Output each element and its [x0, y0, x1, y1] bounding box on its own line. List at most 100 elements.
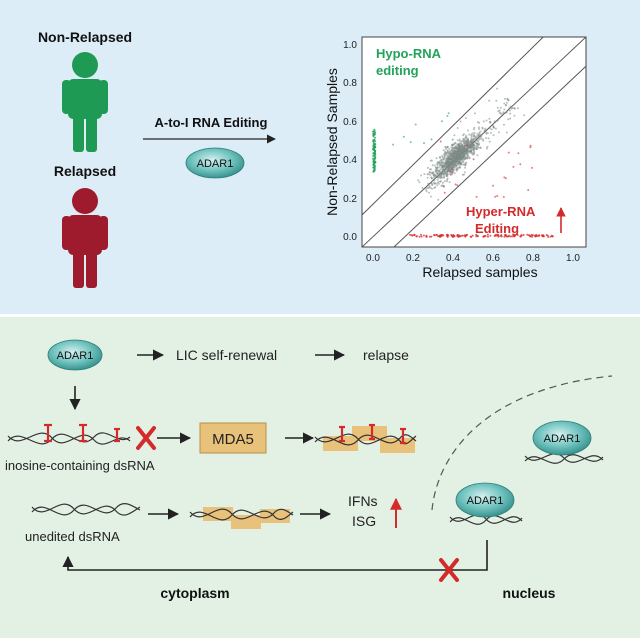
scatter-point [446, 149, 449, 152]
scatter-point [445, 180, 449, 183]
scatter-point [434, 169, 437, 172]
scatter-point [413, 234, 416, 236]
scatter-point [464, 166, 466, 169]
scatter-point [452, 165, 455, 168]
scatter-point [446, 164, 449, 168]
scatter-point [446, 162, 449, 165]
scatter-point [451, 171, 454, 174]
scatter-point [451, 170, 454, 173]
scatter-point [429, 173, 432, 176]
scatter-point [443, 180, 446, 183]
scatter-point [454, 152, 457, 155]
scatter-point [446, 170, 449, 173]
nuclear-membrane [431, 375, 613, 511]
scatter-point [456, 127, 459, 129]
scatter-point [439, 180, 442, 183]
scatter-point [449, 173, 452, 176]
scatter-point [450, 171, 453, 174]
mda5-bound-dsrna [314, 423, 417, 453]
scatter-point [461, 151, 464, 154]
scatter-point [452, 153, 455, 156]
scatter-point [445, 163, 448, 166]
scatter-point [468, 143, 471, 146]
scatter-point [436, 182, 439, 185]
scatter-point [439, 173, 442, 176]
scatter-point [472, 143, 475, 146]
scatter-point [503, 123, 505, 126]
scatter-point [489, 131, 492, 134]
scatter-point [468, 133, 471, 136]
scatter-point [448, 168, 451, 171]
scatter-point [454, 154, 457, 157]
scatter-point [462, 152, 465, 155]
scatter-point [431, 172, 434, 175]
scatter-point [451, 166, 454, 169]
scatter-point [469, 235, 472, 238]
scatter-point [485, 132, 488, 135]
scatter-point [473, 140, 476, 144]
scatter-point [464, 117, 467, 120]
scatter-point [488, 117, 491, 120]
inhibition-x-mark-1 [136, 426, 156, 450]
scatter-point [463, 154, 467, 157]
scatter-point [460, 151, 463, 154]
scatter-point [468, 150, 471, 153]
scatter-point [444, 165, 447, 168]
scatter-point [459, 151, 463, 154]
scatter-point [456, 147, 459, 150]
scatter-point [455, 153, 458, 156]
scatter-point [476, 154, 479, 157]
scatter-point [447, 152, 450, 155]
inhibition-x-mark-2 [439, 558, 459, 582]
x-tick-label: 0.2 [406, 253, 420, 264]
scatter-point [464, 157, 466, 160]
scatter-point [457, 154, 460, 157]
scatter-point [461, 153, 464, 156]
scatter-point [482, 139, 485, 142]
scatter-point [455, 150, 458, 153]
scatter-point [468, 143, 471, 146]
x-axis-label: Relapsed samples [422, 264, 537, 280]
scatter-point [449, 160, 452, 163]
scatter-point [450, 155, 454, 158]
scatter-point [481, 138, 485, 141]
scatter-point [449, 158, 452, 161]
scatter-point [451, 138, 454, 141]
scatter-point [460, 151, 463, 154]
scatter-point [446, 160, 449, 163]
scatter-point [459, 166, 462, 169]
scatter-point [452, 156, 455, 159]
scatter-point [433, 234, 436, 236]
scatter-point [455, 158, 458, 161]
scatter-point [452, 157, 455, 160]
scatter-point [426, 176, 429, 179]
scatter-point [448, 168, 451, 171]
scatter-point [456, 152, 459, 155]
scatter-point [472, 143, 475, 146]
scatter-point [445, 160, 449, 163]
scatter-point [477, 143, 480, 146]
scatter-point [477, 134, 480, 137]
scatter-point [443, 153, 446, 156]
scatter-point [455, 152, 458, 155]
scatter-point [444, 167, 447, 171]
y-tick-label: 0.6 [343, 117, 357, 128]
scatter-point [435, 233, 438, 236]
scatter-point [453, 157, 456, 160]
scatter-point [485, 119, 488, 122]
scatter-point [440, 162, 443, 165]
scatter-point [467, 129, 469, 132]
scatter-point [425, 186, 428, 189]
scatter-point [455, 159, 458, 162]
relapsed-label: Relapsed [54, 163, 116, 179]
scatter-point [440, 160, 444, 164]
scatter-point [450, 160, 454, 163]
scatter-point [445, 174, 448, 177]
scatter-point [374, 143, 377, 146]
scatter-point [457, 159, 460, 162]
scatter-point [472, 144, 475, 147]
scatter-point [445, 162, 448, 165]
scatter-point [460, 148, 463, 152]
scatter-point [374, 156, 377, 159]
scatter-point [477, 143, 480, 146]
